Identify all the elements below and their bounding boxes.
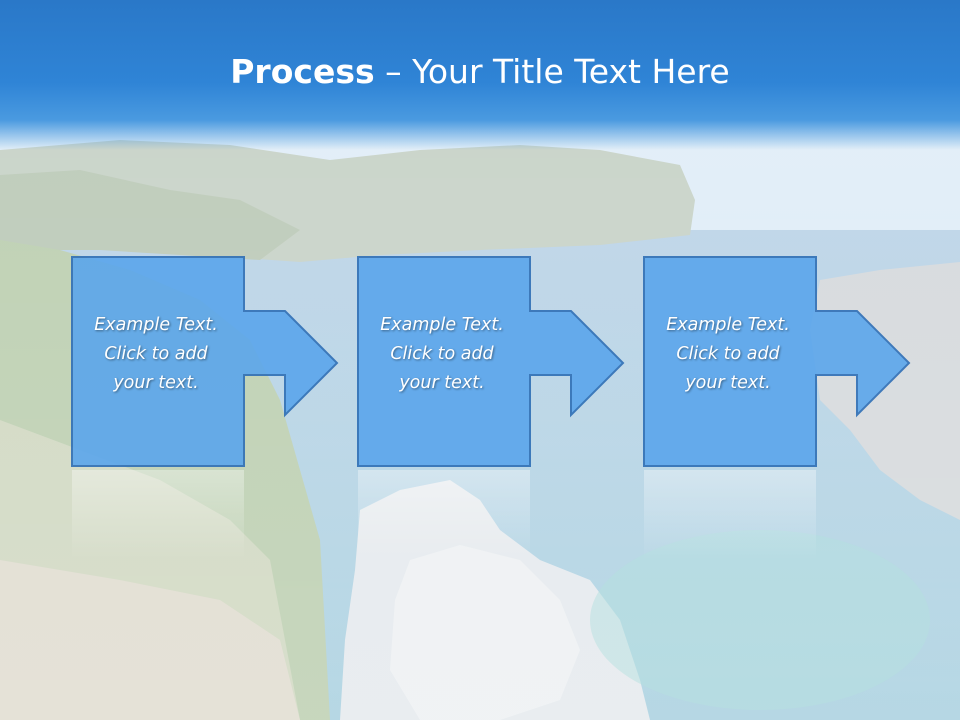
step-text-line: your text. [399, 373, 485, 393]
title-bar [0, 0, 960, 150]
step-text-line: Example Text. [666, 315, 790, 335]
step-text-line: your text. [685, 373, 771, 393]
arrow-box-shape [357, 256, 625, 467]
slide-title[interactable]: Process – Your Title Text Here [0, 52, 960, 91]
title-bold-text: Process [230, 52, 375, 91]
arrow-box-shape [71, 256, 339, 467]
title-normal-text: – Your Title Text Here [374, 52, 730, 91]
step-text-line: Click to add [390, 344, 494, 364]
step-text-line: Click to add [104, 344, 208, 364]
step-text-line: Example Text. [94, 315, 218, 335]
process-step-2[interactable]: Example Text. Click to add your text. [356, 255, 628, 470]
step-text: Example Text. Click to add your text. [642, 311, 814, 398]
step-text-line: Click to add [676, 344, 780, 364]
step-text-line: Example Text. [380, 315, 504, 335]
process-step-1[interactable]: Example Text. Click to add your text. [70, 255, 342, 470]
step-text: Example Text. Click to add your text. [356, 311, 528, 398]
arrow-box-shape [643, 256, 911, 467]
process-step-3[interactable]: Example Text. Click to add your text. [642, 255, 914, 470]
step-reflection [70, 470, 342, 560]
step-text: Example Text. Click to add your text. [70, 311, 242, 398]
step-reflection [642, 470, 914, 560]
step-reflection [356, 470, 628, 560]
step-text-line: your text. [113, 373, 199, 393]
